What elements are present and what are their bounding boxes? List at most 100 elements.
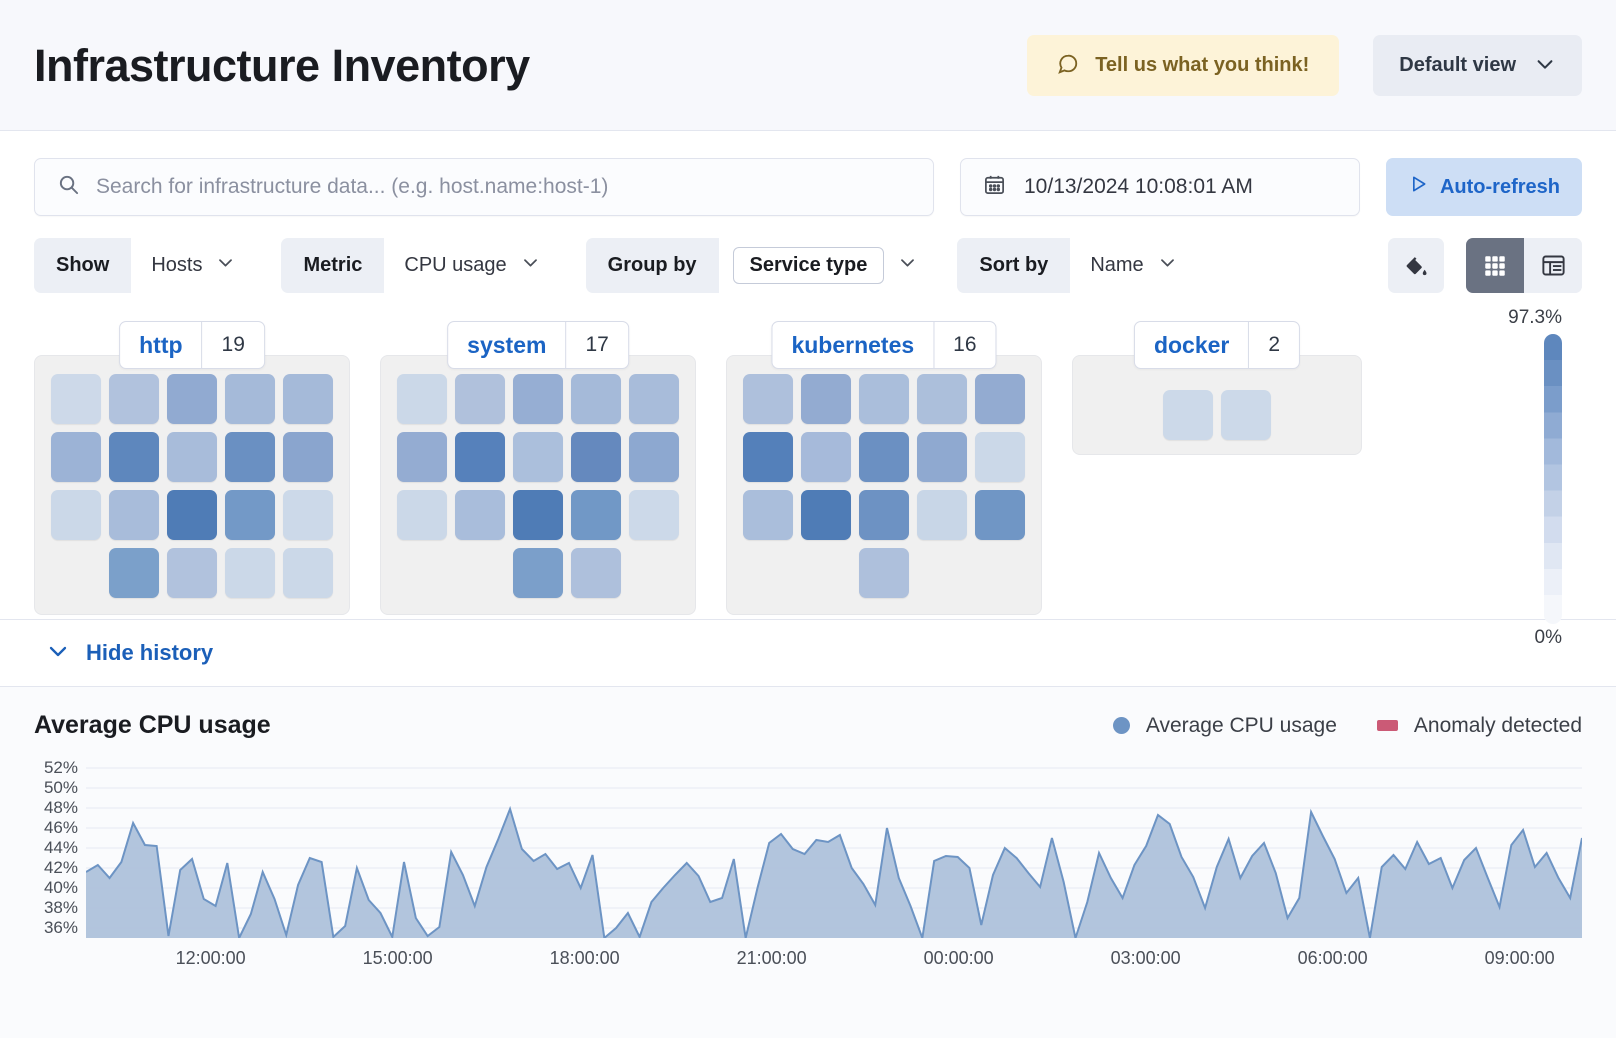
waffle-cell[interactable]: [455, 374, 505, 424]
chart-legend: Average CPU usage Anomaly detected: [1112, 714, 1582, 738]
waffle-cell[interactable]: [225, 548, 275, 598]
waffle-cell[interactable]: [571, 432, 621, 482]
waffle-cell[interactable]: [397, 374, 447, 424]
default-view-button[interactable]: Default view: [1373, 34, 1582, 96]
waffle-cell[interactable]: [225, 432, 275, 482]
waffle-cell[interactable]: [513, 548, 563, 598]
waffle-cell[interactable]: [801, 432, 851, 482]
y-tick-label: 42%: [43, 858, 78, 877]
waffle-cell[interactable]: [109, 490, 159, 540]
waffle-cell[interactable]: [975, 374, 1025, 424]
waffle-cell[interactable]: [629, 432, 679, 482]
waffle-cell[interactable]: [917, 432, 967, 482]
waffle-cell[interactable]: [801, 490, 851, 540]
waffle-cell[interactable]: [743, 490, 793, 540]
filter-metric-value[interactable]: CPU usage: [384, 238, 560, 293]
waffle-cell[interactable]: [225, 490, 275, 540]
waffle-cell-empty: [397, 548, 447, 598]
waffle-cell[interactable]: [859, 548, 909, 598]
filter-group-by-value[interactable]: Service type: [718, 238, 932, 293]
waffle-cell[interactable]: [283, 432, 333, 482]
waffle-cell[interactable]: [513, 490, 563, 540]
x-tick-label: 03:00:00: [1110, 948, 1181, 968]
waffle-cell[interactable]: [51, 490, 101, 540]
filter-sort-by-value[interactable]: Name: [1070, 238, 1197, 293]
filter-show-value[interactable]: Hosts: [131, 238, 256, 293]
auto-refresh-label: Auto-refresh: [1439, 175, 1560, 198]
waffle-cell[interactable]: [859, 490, 909, 540]
paint-bucket-icon[interactable]: [1388, 238, 1444, 293]
hide-history-label: Hide history: [86, 640, 214, 665]
waffle-cell[interactable]: [283, 374, 333, 424]
waffle-cell[interactable]: [109, 432, 159, 482]
waffle-cell[interactable]: [397, 490, 447, 540]
legend-item-anomaly-detected[interactable]: Anomaly detected: [1376, 714, 1582, 738]
date-picker[interactable]: 10/13/2024 10:08:01 AM: [960, 158, 1360, 216]
calendar-icon: [983, 173, 1006, 202]
waffle-cell[interactable]: [571, 374, 621, 424]
page-title: Infrastructure Inventory: [34, 39, 530, 91]
page-header: Infrastructure Inventory Tell us what yo…: [0, 0, 1616, 131]
waffle-cell[interactable]: [51, 432, 101, 482]
waffle-cell[interactable]: [801, 374, 851, 424]
waffle-cell[interactable]: [1163, 390, 1213, 440]
waffle-cell[interactable]: [283, 490, 333, 540]
waffle-cell[interactable]: [225, 374, 275, 424]
waffle-cell[interactable]: [571, 490, 621, 540]
auto-refresh-button[interactable]: Auto-refresh: [1386, 158, 1582, 216]
table-view-icon[interactable]: [1524, 238, 1582, 293]
search-input[interactable]: [96, 175, 911, 199]
waffle-cell[interactable]: [859, 374, 909, 424]
waffle-cell[interactable]: [513, 432, 563, 482]
waffle-cell-empty: [801, 548, 851, 598]
legend-gradient: [1544, 334, 1562, 624]
waffle-cell[interactable]: [917, 374, 967, 424]
legend-item-average-cpu-usage[interactable]: Average CPU usage: [1112, 714, 1337, 738]
legend-dot-icon: [1112, 717, 1130, 734]
plot-area[interactable]: [86, 758, 1582, 938]
legend-square-icon: [1376, 720, 1398, 731]
waffle-cell[interactable]: [51, 374, 101, 424]
waffle-cell[interactable]: [109, 548, 159, 598]
waffle-grid-system: [380, 355, 696, 615]
waffle-cell[interactable]: [975, 490, 1025, 540]
waffle-cell[interactable]: [571, 548, 621, 598]
waffle-cell[interactable]: [513, 374, 563, 424]
filter-show-key: Show: [34, 238, 132, 293]
search-field[interactable]: [34, 158, 934, 216]
waffle-cell[interactable]: [167, 548, 217, 598]
waffle-cell[interactable]: [397, 432, 447, 482]
waffle-cell[interactable]: [629, 490, 679, 540]
waffle-cell-empty: [51, 548, 101, 598]
waffle-cell[interactable]: [1221, 390, 1271, 440]
y-tick-label: 52%: [43, 757, 78, 777]
waffle-cell[interactable]: [283, 548, 333, 598]
feedback-label: Tell us what you think!: [1095, 53, 1310, 76]
waffle-cell[interactable]: [743, 432, 793, 482]
waffle-group-count: 19: [201, 322, 264, 368]
waffle-cell[interactable]: [167, 432, 217, 482]
waffle-cell[interactable]: [975, 432, 1025, 482]
filter-group-by-label: Service type: [732, 247, 885, 284]
waffle-cell[interactable]: [455, 490, 505, 540]
waffle-cell[interactable]: [629, 374, 679, 424]
feedback-button[interactable]: Tell us what you think!: [1027, 34, 1340, 96]
waffle-cell[interactable]: [455, 432, 505, 482]
waffle-grid-http: [34, 355, 350, 615]
waffle-cell[interactable]: [167, 490, 217, 540]
waffle-cell[interactable]: [109, 374, 159, 424]
waffle-cell[interactable]: [859, 432, 909, 482]
y-tick-label: 50%: [43, 778, 78, 797]
waffle-cell[interactable]: [917, 490, 967, 540]
waffle-cell[interactable]: [167, 374, 217, 424]
grid-view-icon[interactable]: [1466, 238, 1524, 293]
waffle-cell[interactable]: [743, 374, 793, 424]
hide-history-toggle[interactable]: Hide history: [0, 620, 1616, 687]
